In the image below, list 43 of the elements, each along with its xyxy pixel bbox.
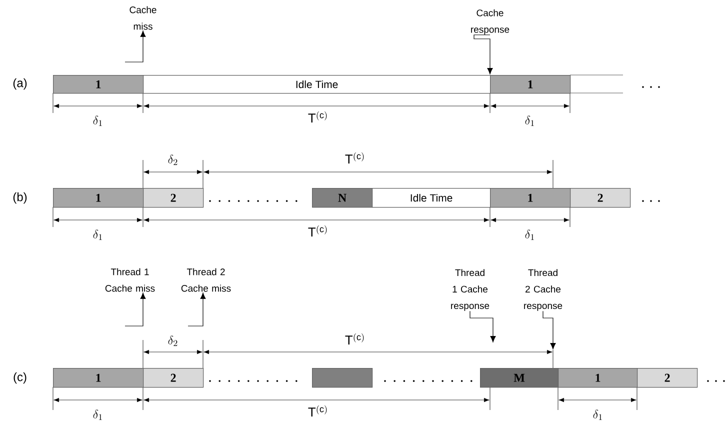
idle-time-box: Idle Time (372, 188, 491, 208)
leader-arrow (470, 310, 496, 342)
idle-time-box: Idle Time (143, 75, 491, 94)
time-slot-box (312, 368, 373, 388)
time-slot-box: 1 (53, 188, 144, 208)
dimension-label: $\delta_1$ (93, 410, 102, 420)
time-slot-box: M (480, 368, 559, 388)
row-label: (c) (14, 372, 26, 384)
leader-arrow (124, 30, 146, 62)
dimension-label: $\delta_1$ (93, 116, 102, 126)
time-slot-box: N (312, 188, 373, 208)
dimension-label: $\delta_1$ (593, 410, 602, 420)
callout-text: Thread 1 Cache response (451, 269, 490, 311)
dimension-label: $\mathrm{T}^{(\mathrm{c})}$ (308, 405, 327, 417)
callout-text: Thread 2 Cache miss (181, 268, 231, 292)
time-slot-box: 1 (53, 75, 144, 94)
leader-arrow (188, 292, 206, 326)
dimension-label: $\mathrm{T}^{(\mathrm{c})}$ (308, 225, 327, 237)
leader-arrow (542, 310, 556, 350)
time-slot-box: 1 (490, 75, 571, 94)
time-slot-box: 1 (558, 368, 638, 388)
dimension-label: $\delta_1$ (525, 230, 534, 240)
dimension-label: $\mathrm{T}^{(\mathrm{c})}$ (345, 152, 364, 164)
callout-text: Cache response (471, 9, 510, 35)
time-slot-box: 1 (490, 188, 571, 208)
time-slot-box: 2 (143, 368, 204, 388)
dimension-label: $\delta_1$ (93, 230, 102, 240)
leader-arrow (474, 34, 493, 74)
time-slot-box: 2 (637, 368, 698, 388)
dimension-label: $\delta_1$ (525, 116, 534, 126)
leader-arrow (124, 292, 146, 326)
callout-text: Cache miss (130, 6, 156, 30)
time-slot-box: 1 (53, 368, 144, 388)
row-label: (b) (13, 192, 27, 204)
row-label: (a) (13, 78, 27, 90)
callout-text: Thread 2 Cache response (524, 269, 562, 311)
dimension-label: $\delta_2$ (168, 154, 178, 166)
dimension-label: $\delta_2$ (168, 336, 178, 346)
dimension-label: $\mathrm{T}^{(\mathrm{c})}$ (308, 111, 327, 123)
dimension-label: $\mathrm{T}^{(\mathrm{c})}$ (345, 333, 364, 345)
time-slot-box: 2 (143, 188, 204, 208)
time-slot-box: 2 (570, 188, 631, 208)
callout-text: Thread 1 Cache miss (105, 268, 155, 292)
